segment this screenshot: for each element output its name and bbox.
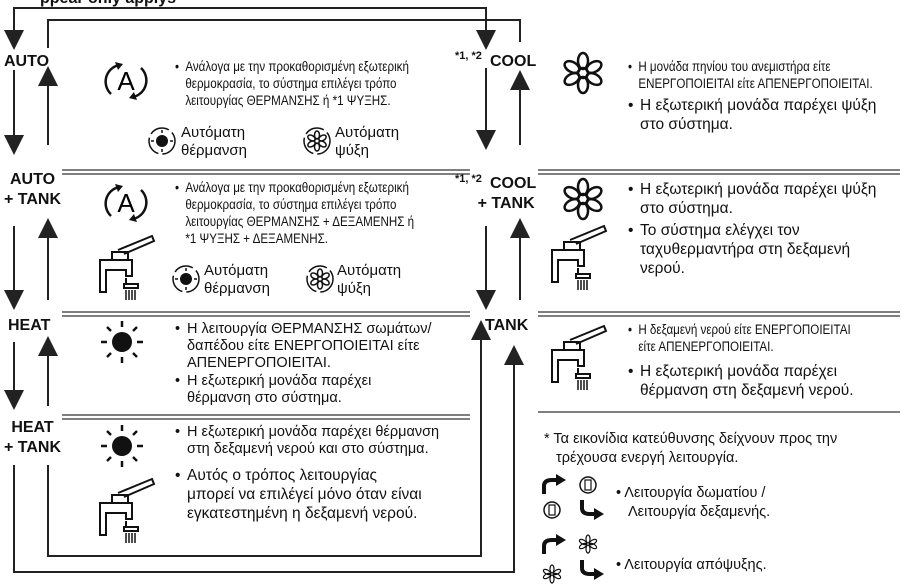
cool-description-1: Η μονάδα πηνίου του ανεμιστήρα είτεΕΝΕΡΓ… [628, 58, 912, 95]
auto-heat-small-icon [172, 265, 200, 293]
auto-mode-icon: A [104, 62, 148, 100]
auto-tank-description: Ανάλογα με την προκαθορισμένη εξωτερικήθ… [175, 179, 485, 250]
mode-auto-label: AUTO [4, 53, 50, 70]
direction-arrow-icon [579, 476, 604, 520]
faucet-icon [551, 324, 608, 390]
defrost-arrow-icon [578, 534, 604, 580]
auto-heat-small-icon [148, 127, 176, 155]
tank-description-1: Η δεξαμενή νερού είτε ΕΝΕΡΓΟΠΟΙΕΙΤΑΙείτε… [628, 321, 913, 358]
footnote-text: * Τα εικονίδια κατεύθυνσης δείχνουν προς… [544, 431, 838, 466]
mode-auto-tank-label: AUTO+ TANK [4, 171, 62, 208]
auto-tank-mode-icon: A [104, 184, 148, 222]
auto-cool-small-icon [303, 127, 331, 155]
svg-text:A: A [117, 66, 135, 96]
faucet-icon [551, 224, 608, 290]
auto-description: Ανάλογα με την προκαθορισμένη εξωτερικήθ… [175, 58, 485, 112]
auto-cool-small-icon [306, 265, 334, 293]
mode-tank-label: TANK [485, 317, 529, 334]
cool-fan-icon [563, 177, 603, 221]
faucet-icon [99, 234, 156, 300]
faucet-icon [99, 477, 156, 543]
cool-fan-icon [563, 51, 603, 95]
svg-text:A: A [117, 188, 135, 218]
sun-heat-icon [101, 425, 143, 467]
mode-cool-label: COOL [490, 53, 537, 70]
mode-cool-tank-label: COOL+ TANK [477, 175, 537, 212]
defrost-arrow-icon [542, 534, 566, 584]
sun-heat-icon [101, 321, 143, 363]
defrost-mode-legend: • Λειτουργία απόψυξης. [616, 557, 767, 573]
mode-heat-label: HEAT [8, 317, 51, 334]
mode-heat-tank-label: HEAT+ TANK [4, 419, 62, 456]
heat-description: Η λειτουργία ΘΕΡΜΑΝΣΗΣ σωμάτων/δαπέδου ε… [175, 321, 475, 410]
header-title: ppear only applys [40, 0, 176, 8]
room-tank-mode-legend: • Λειτουργία δωματίου / Λειτουργία δεξαμ… [616, 485, 771, 520]
direction-arrow-icon [542, 474, 566, 519]
